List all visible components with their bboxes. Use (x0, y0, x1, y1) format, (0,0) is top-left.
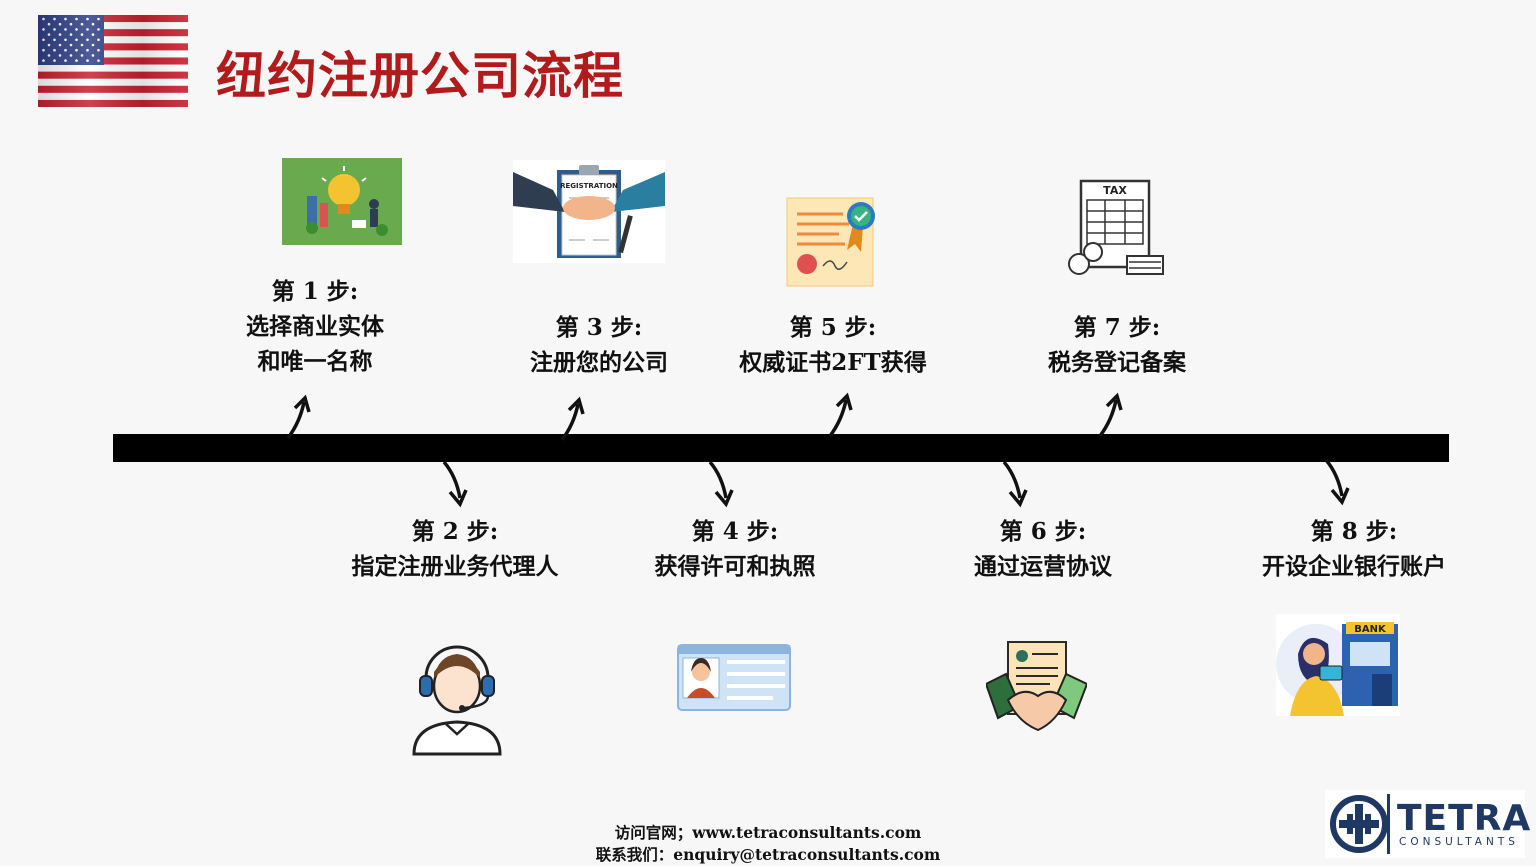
timeline-bar (113, 434, 1449, 462)
step-2-name: 指定注册业务代理人 (351, 553, 559, 580)
step-4-image (677, 644, 791, 711)
page-title: 纽约注册公司流程 (216, 46, 624, 105)
arrow-up-icon (560, 396, 585, 442)
step-6-text: 第 6 步: 通过运营协议 (938, 514, 1148, 584)
arrow-up-icon (286, 394, 311, 440)
step-3-label: 第 3 步: (555, 314, 643, 341)
arrow-down-icon (1002, 460, 1028, 508)
step-5-label: 第 5 步: (789, 314, 877, 341)
step-5-text: 第 5 步: 权威证书2FT获得 (718, 310, 948, 380)
logo-subtitle: CONSULTANTS (1399, 836, 1519, 848)
tetra-logo: TETRA CONSULTANTS (1325, 790, 1530, 858)
step-8-label: 第 8 步: (1310, 518, 1398, 545)
step-8-text: 第 8 步: 开设企业银行账户 (1236, 514, 1472, 584)
step-7-text: 第 7 步: 税务登记备案 (1012, 310, 1222, 380)
step-1-name: 选择商业实体 (246, 313, 384, 340)
step-8-name: 开设企业银行账户 (1262, 553, 1446, 580)
registration-handshake-icon: REGISTRATION (513, 165, 665, 258)
step-2-image (408, 638, 506, 756)
step-3-name: 注册您的公司 (530, 349, 668, 376)
step-5-name: 权威证书2FT获得 (739, 349, 927, 376)
registration-doc-label: REGISTRATION (560, 182, 618, 190)
step-2-label: 第 2 步: (411, 518, 499, 545)
logo-wordmark: TETRA (1397, 798, 1532, 839)
step-1-text: 第 1 步: 选择商业实体 和唯一名称 (210, 274, 420, 379)
agreement-handshake-icon (986, 641, 1087, 732)
step-2-text: 第 2 步: 指定注册业务代理人 (330, 514, 580, 584)
lightbulb-business-illustration-icon (306, 166, 388, 236)
step-3-text: 第 3 步: 注册您的公司 (494, 310, 704, 380)
agent-headset-icon (412, 645, 502, 756)
certificate-icon (786, 197, 875, 287)
step-7-name: 税务登记备案 (1048, 349, 1186, 376)
step-7-label: 第 7 步: (1073, 314, 1161, 341)
tax-doc-label: TAX (1103, 184, 1127, 197)
footer-contact: 访问官网；www.tetraconsultants.com 联系我们：enqui… (560, 822, 976, 866)
footer-email[interactable]: 联系我们：enquiry@tetraconsultants.com (595, 845, 941, 864)
arrow-down-icon (1324, 458, 1350, 506)
bank-sign-label: BANK (1354, 624, 1387, 635)
step-4-text: 第 4 步: 获得许可和执照 (630, 514, 840, 584)
step-5-image (783, 194, 882, 290)
step-8-image: BANK (1276, 614, 1400, 716)
step-1-label: 第 1 步: (271, 278, 359, 305)
step-4-label: 第 4 步: (691, 518, 779, 545)
id-card-icon (677, 644, 791, 711)
bank-icon: BANK (1276, 622, 1398, 716)
arrow-up-icon (828, 392, 853, 438)
tetra-logo-icon (1330, 794, 1390, 854)
us-flag-icon (38, 15, 188, 108)
step-3-image: REGISTRATION (513, 160, 665, 263)
step-6-name: 通过运营协议 (974, 553, 1112, 580)
step-4-name: 获得许可和执照 (654, 553, 816, 580)
step-7-image: TAX (1065, 178, 1165, 276)
arrow-up-icon (1098, 392, 1123, 438)
arrow-down-icon (442, 460, 468, 508)
tax-form-icon: TAX (1068, 179, 1164, 275)
step-1-image (282, 158, 402, 245)
step-6-label: 第 6 步: (999, 518, 1087, 545)
arrow-down-icon (708, 460, 734, 508)
step-1-name-line2: 和唯一名称 (257, 348, 373, 375)
footer-website[interactable]: 访问官网；www.tetraconsultants.com (614, 823, 922, 842)
step-6-image (986, 640, 1087, 739)
